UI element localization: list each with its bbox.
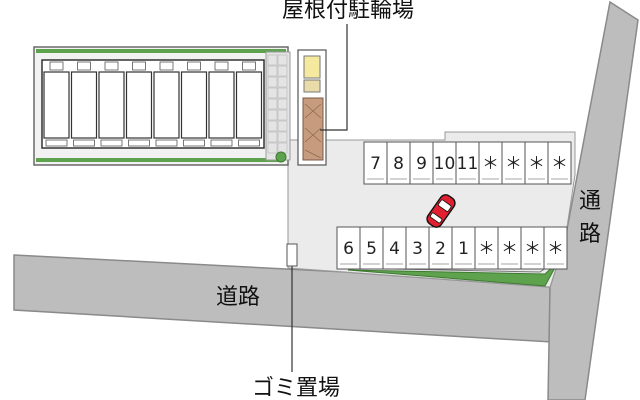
- road-west-label: 道路: [216, 285, 260, 310]
- walkway-tile: [277, 54, 288, 66]
- roads: [13, 0, 639, 400]
- walkway-tile: [267, 109, 278, 121]
- car-icon: [426, 194, 456, 228]
- hedge-north: [36, 49, 286, 53]
- leader-lines: [291, 24, 348, 372]
- top-row-slot-label: 8: [393, 154, 404, 174]
- bottom-row-slot-label: 6: [343, 239, 354, 259]
- road-east-label-2: 路: [579, 222, 601, 247]
- walkway-tile: [267, 98, 278, 110]
- bottom-row-slot-label: 3: [412, 239, 423, 259]
- unit-balcony: [100, 139, 123, 147]
- apartment-unit: [98, 71, 125, 139]
- apartment-units: [43, 61, 263, 147]
- unit-entry: [104, 61, 119, 71]
- garbage-area-marker: [286, 243, 298, 267]
- walkway-tile: [267, 54, 278, 66]
- walkway-tile: [277, 87, 288, 99]
- bottom-row-slot-label: 5: [366, 239, 377, 259]
- top-row-slot-label: 10: [434, 154, 456, 174]
- top-row-slot-label: ＊: [551, 154, 568, 174]
- walkway-tile: [267, 76, 278, 88]
- bottom-row-slot-label: ＊: [501, 239, 518, 259]
- unit-balcony: [238, 139, 260, 147]
- bike-shed-hatch: [304, 103, 322, 159]
- walkway-tile: [277, 109, 288, 121]
- hedge-south: [36, 158, 280, 162]
- bottom-row-slot-label: 2: [435, 239, 446, 259]
- top-row-slot-label: 7: [370, 154, 381, 174]
- tree: [275, 151, 287, 163]
- walkway-tile: [267, 65, 278, 77]
- garbage-area-label: ゴミ置場: [252, 376, 340, 400]
- unit-entry: [242, 61, 256, 71]
- walkway-tile: [267, 131, 278, 143]
- apartment-unit: [70, 71, 98, 139]
- covered-bike-parking: [297, 49, 327, 166]
- bottom-row-slot: [543, 226, 568, 270]
- unit-entry: [159, 61, 174, 71]
- top-row-slot-label: ＊: [505, 154, 522, 174]
- apartment-building: [33, 46, 291, 166]
- top-row-slot-label: ＊: [528, 154, 545, 174]
- road-east-label-1: 通: [579, 189, 601, 214]
- apartment-unit: [43, 71, 70, 139]
- bike-parking-label: 屋根付駐輪場: [282, 0, 414, 23]
- walkway-tile: [267, 142, 278, 154]
- walkway-tile: [277, 120, 288, 132]
- top-row-slot-label: 9: [416, 154, 427, 174]
- unit-balcony: [73, 139, 95, 147]
- unit-balcony: [155, 139, 178, 147]
- unit-balcony: [183, 139, 205, 147]
- unit-balcony: [128, 139, 150, 147]
- walkway-tile: [277, 65, 288, 77]
- unit-entry: [77, 61, 91, 71]
- top-row-slot-label: ＊: [482, 154, 499, 174]
- unit-entry: [49, 61, 64, 71]
- walkway-tiles: [267, 54, 288, 154]
- bottom-row-slot-label: ＊: [478, 239, 495, 259]
- apartment-unit: [180, 71, 208, 139]
- walkway-tile: [277, 131, 288, 143]
- apartment-unit: [125, 71, 153, 139]
- apartment-unit: [235, 71, 263, 139]
- bottom-row-slot-label: 1: [458, 239, 469, 259]
- bottom-row-slot-label: ＊: [524, 239, 541, 259]
- meter-box-2: [303, 79, 321, 93]
- bottom-row-slot-label: 4: [389, 239, 400, 259]
- unit-entry: [132, 61, 146, 71]
- walkway-tile: [267, 120, 278, 132]
- meter-box: [303, 55, 321, 79]
- bike-shed-roof: [302, 97, 324, 161]
- walkway-tile: [277, 76, 288, 88]
- unit-entry: [187, 61, 201, 71]
- top-row-slot: [547, 141, 572, 185]
- unit-balcony: [210, 139, 233, 147]
- walkway-tile: [277, 98, 288, 110]
- bike-parking-leader: [320, 24, 348, 131]
- unit-entry: [214, 61, 229, 71]
- apartment-unit: [153, 71, 180, 139]
- unit-balcony: [45, 139, 68, 147]
- top-row-slot-label: 11: [457, 154, 479, 174]
- bottom-row-slot-label: ＊: [547, 239, 564, 259]
- walkway-tile: [267, 87, 278, 99]
- apartment-unit: [208, 71, 235, 139]
